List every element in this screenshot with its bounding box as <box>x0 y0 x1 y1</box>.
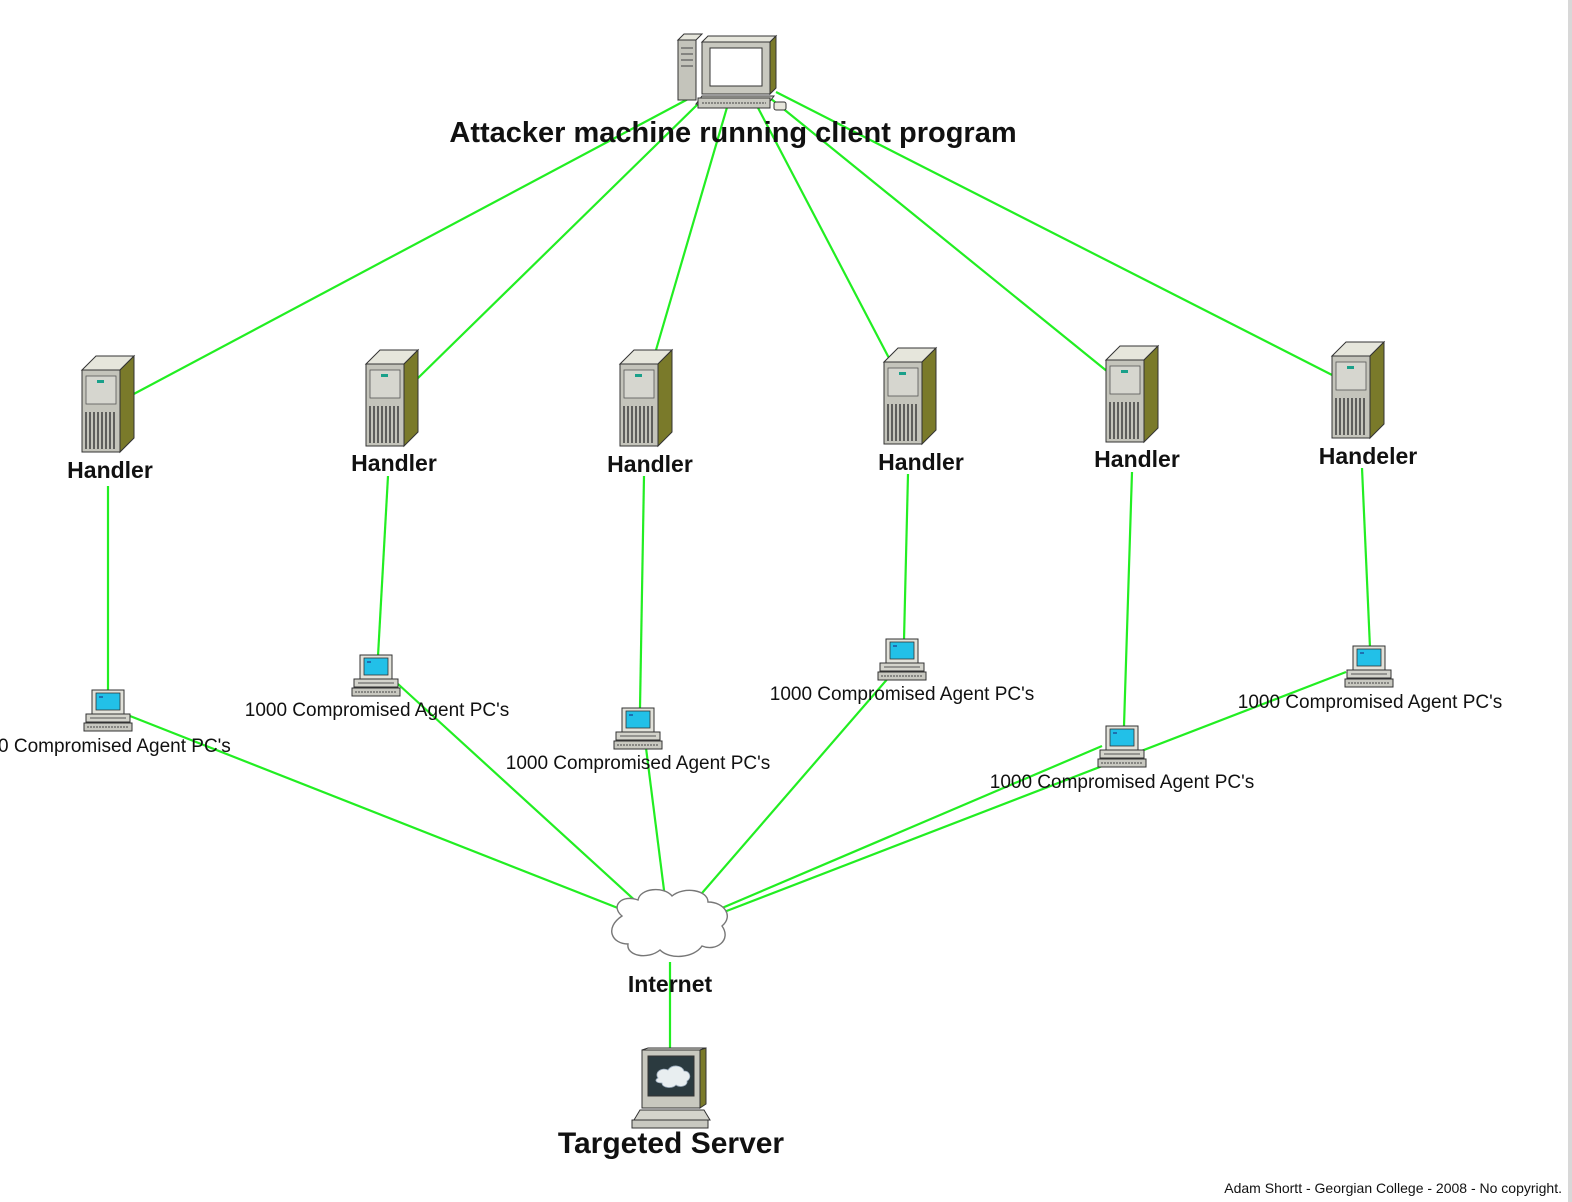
server-tower-icon <box>883 347 937 445</box>
edge-agent-2-internet <box>397 683 641 906</box>
handler-label-6: Handeler <box>1319 443 1417 469</box>
agent-node-6: 1000 Compromised Agent PC's <box>1238 645 1503 713</box>
server-tower-icon <box>1331 341 1385 439</box>
handler-label-2: Handler <box>351 450 437 476</box>
workstation-icon <box>613 707 663 750</box>
attacker-label: Attacker machine running client program <box>449 117 1016 149</box>
agent-node-2: 1000 Compromised Agent PC's <box>245 654 510 721</box>
workstation-icon <box>351 654 401 697</box>
server-tower-icon <box>81 355 135 453</box>
agent-label-5: 1000 Compromised Agent PC's <box>990 772 1255 793</box>
workstation-icon <box>877 638 927 681</box>
target-monitor-icon <box>631 1047 711 1129</box>
internet-label: Internet <box>628 971 713 997</box>
handler-node-4: Handler <box>878 347 964 475</box>
desktop-computer-icon <box>676 33 787 111</box>
handler-label-5: Handler <box>1094 446 1180 472</box>
handler-node-3: Handler <box>607 349 693 477</box>
internet-node: Internet <box>611 889 728 997</box>
edge-agent-4-internet <box>695 675 891 901</box>
edge-agent-5-internet <box>721 744 1103 910</box>
right-border <box>1568 0 1572 1202</box>
agent-node-1: 0 Compromised Agent PC's <box>0 689 231 757</box>
server-tower-icon <box>1105 345 1159 443</box>
workstation-icon <box>1344 645 1394 688</box>
agent-node-4: 1000 Compromised Agent PC's <box>770 638 1035 705</box>
agent-label-4: 1000 Compromised Agent PC's <box>770 684 1035 705</box>
handler-label-3: Handler <box>607 451 693 477</box>
cloud-icon <box>611 889 728 957</box>
workstation-icon <box>83 689 133 732</box>
handler-label-4: Handler <box>878 449 964 475</box>
agent-label-3: 1000 Compromised Agent PC's <box>506 753 771 774</box>
edge-handler-agent-6 <box>1360 467 1372 649</box>
edge-attacker-handler-6 <box>775 91 1339 379</box>
handler-node-6: Handeler <box>1319 341 1417 469</box>
agent-label-6: 1000 Compromised Agent PC's <box>1238 692 1503 713</box>
edge-attacker-handler-4 <box>755 103 891 361</box>
edge-attacker-handler-2 <box>415 101 701 381</box>
agent-label-2: 1000 Compromised Agent PC's <box>245 700 510 721</box>
edge-attacker-handler-5 <box>769 97 1109 373</box>
credit-text: Adam Shortt - Georgian College - 2008 - … <box>1224 1180 1562 1196</box>
agent-node-3: 1000 Compromised Agent PC's <box>506 707 771 774</box>
target-label: Targeted Server <box>558 1127 785 1160</box>
handler-node-5: Handler <box>1094 345 1180 472</box>
edge-handler-agent-4 <box>902 473 910 641</box>
edge-handler-agent-2 <box>376 475 390 657</box>
agent-node-5: 1000 Compromised Agent PC's <box>990 725 1255 793</box>
edge-attacker-handler-3 <box>654 103 730 351</box>
edge-agent-3-internet <box>644 747 667 899</box>
server-tower-icon <box>365 349 419 447</box>
edge-handler-agent-5 <box>1122 471 1134 727</box>
edge-attacker-handler-1 <box>129 97 691 397</box>
edge-agent-1-internet <box>129 714 629 914</box>
edge-handler-agent-3 <box>638 475 646 709</box>
server-tower-icon <box>619 349 673 447</box>
workstation-icon <box>1097 725 1147 768</box>
attacker-node: Attacker machine running client program <box>449 33 1017 149</box>
agent-label-1: 0 Compromised Agent PC's <box>0 736 231 757</box>
handler-node-2: Handler <box>351 349 437 476</box>
target-node: Targeted Server <box>558 1047 785 1160</box>
handler-label-1: Handler <box>67 457 153 483</box>
edge-agent-6-internet <box>723 670 1347 914</box>
handler-node-1: Handler <box>67 355 153 483</box>
connections <box>106 91 1372 1052</box>
